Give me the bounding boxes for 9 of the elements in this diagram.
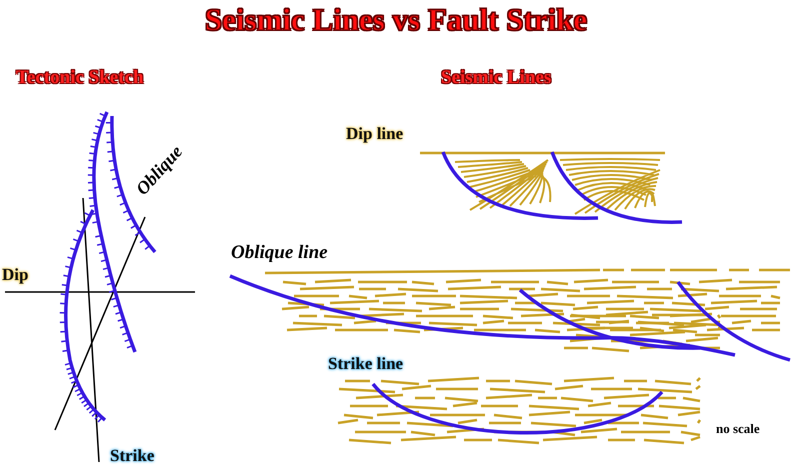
line-label: Oblique line	[231, 243, 328, 262]
line-label: Dip	[2, 266, 28, 283]
title: Seismic Lines vs Fault Strike	[204, 4, 588, 35]
line-label: Dip line	[346, 125, 404, 142]
line-label: Strike	[110, 447, 154, 464]
section-heading: Seismic Lines	[441, 68, 552, 87]
section-heading: Tectonic Sketch	[16, 68, 144, 87]
note: no scale	[716, 422, 760, 435]
line-label: Strike line	[328, 355, 404, 372]
